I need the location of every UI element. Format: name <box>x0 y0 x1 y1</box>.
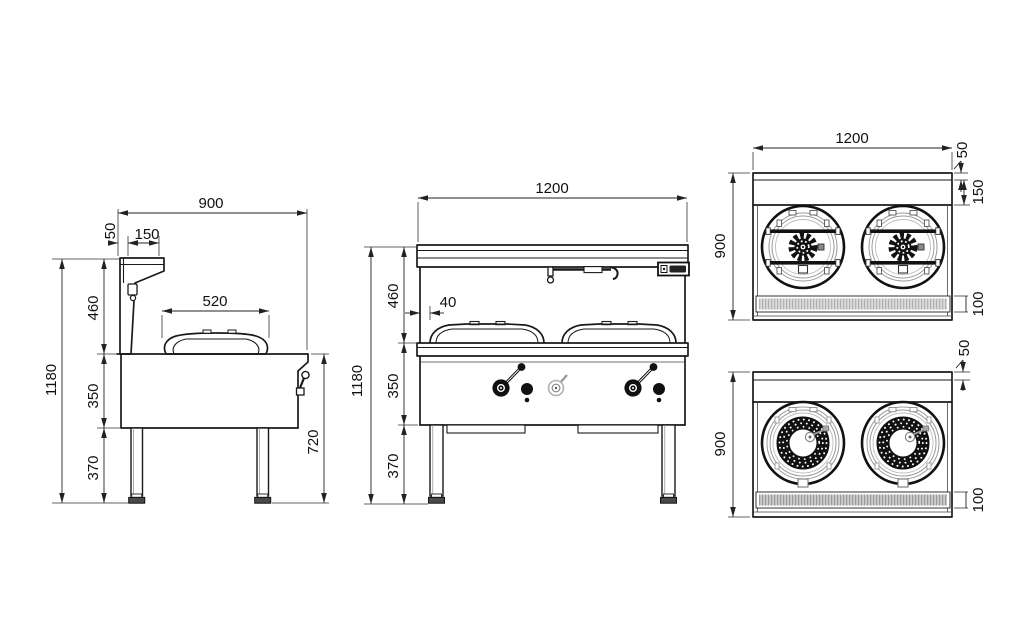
dim-side-wok-opening: 520 <box>161 293 270 338</box>
dim-label: 350 <box>85 383 102 408</box>
faucet-front <box>546 266 619 284</box>
dim-label: 900 <box>712 233 729 258</box>
dim-side-overall-height: 1180 <box>43 259 65 503</box>
dim-front-ring-offset: 40 <box>405 294 456 320</box>
dim-label: 1200 <box>535 180 568 197</box>
dim-label: 1180 <box>349 365 366 397</box>
legs-side <box>128 427 272 504</box>
dim-label: 150 <box>134 226 159 243</box>
burner-control-left <box>490 361 535 404</box>
dim-label: 370 <box>385 453 402 478</box>
dim-side-overall-width: 900 <box>117 195 308 350</box>
wok-side <box>163 329 269 355</box>
dim-plan1-depth: 900 <box>712 172 750 321</box>
wok-ring-front-left <box>429 320 545 344</box>
dim-label: 900 <box>712 431 729 456</box>
side-view: 900 50 150 520 460 350 <box>43 195 329 504</box>
dim-label: 100 <box>970 487 987 512</box>
drain-grate <box>755 295 951 313</box>
pilot-control-center <box>547 374 568 397</box>
jet-burner-left <box>762 206 844 288</box>
dim-label: 50 <box>954 142 971 159</box>
dim-plan1-shelf-depth: 150 <box>954 179 987 206</box>
dim-label: 520 <box>202 293 227 310</box>
dim-label: 900 <box>198 195 223 212</box>
dim-front-overall-height: 1180 <box>349 247 374 504</box>
dim-plan2-drain-width: 100 <box>954 487 987 513</box>
plan-view-ring: 900 50 100 <box>712 340 987 518</box>
dim-plan1-overall-width: 1200 <box>752 130 953 170</box>
dim-label: 150 <box>970 179 987 204</box>
dim-label: 1180 <box>43 364 60 396</box>
faucet-side <box>127 283 138 302</box>
control-lever-side <box>295 370 310 396</box>
jet-burner-right <box>862 206 944 288</box>
dim-plan2-depth: 900 <box>712 371 750 518</box>
legs-front <box>428 424 677 504</box>
dim-side-worktop-height: 720 <box>272 353 329 504</box>
dim-label: 100 <box>970 291 987 316</box>
dim-plan1-rear-gap: 50 <box>953 142 971 192</box>
dim-label: 350 <box>385 373 402 398</box>
plan-view-jet: 1200 900 50 150 100 <box>712 130 987 321</box>
dim-front-height-chain: 460 350 370 <box>364 246 428 505</box>
burner-control-right <box>622 361 667 404</box>
dim-label: 1200 <box>835 130 868 147</box>
dim-label: 370 <box>85 455 102 480</box>
dim-side-height-chain: 460 350 370 <box>52 258 131 504</box>
upper-panel <box>419 266 686 344</box>
backsplash-shelf <box>119 257 165 355</box>
wok-ring-front-right <box>561 320 677 344</box>
dim-front-overall-width: 1200 <box>417 180 688 242</box>
dim-label: 40 <box>440 294 457 311</box>
dim-side-shelf-depth: 150 <box>128 226 160 256</box>
dim-label: 50 <box>102 223 119 240</box>
top-shelf-rail <box>416 244 689 268</box>
brand-badge <box>657 261 690 277</box>
cooktop-slab <box>416 342 689 357</box>
dim-side-rear-gap: 50 <box>102 223 138 256</box>
front-view: 1200 40 460 350 370 1180 <box>349 180 690 505</box>
dim-label: 720 <box>305 429 322 454</box>
underbody-trays <box>446 424 659 434</box>
body-side <box>116 353 309 429</box>
dim-label: 460 <box>85 295 102 320</box>
dim-plan1-drain-width: 100 <box>954 291 987 317</box>
drain-grate <box>755 491 951 509</box>
dim-label: 50 <box>956 340 973 357</box>
dim-plan2-rear-gap: 50 <box>954 340 973 391</box>
dim-label: 460 <box>385 283 402 308</box>
